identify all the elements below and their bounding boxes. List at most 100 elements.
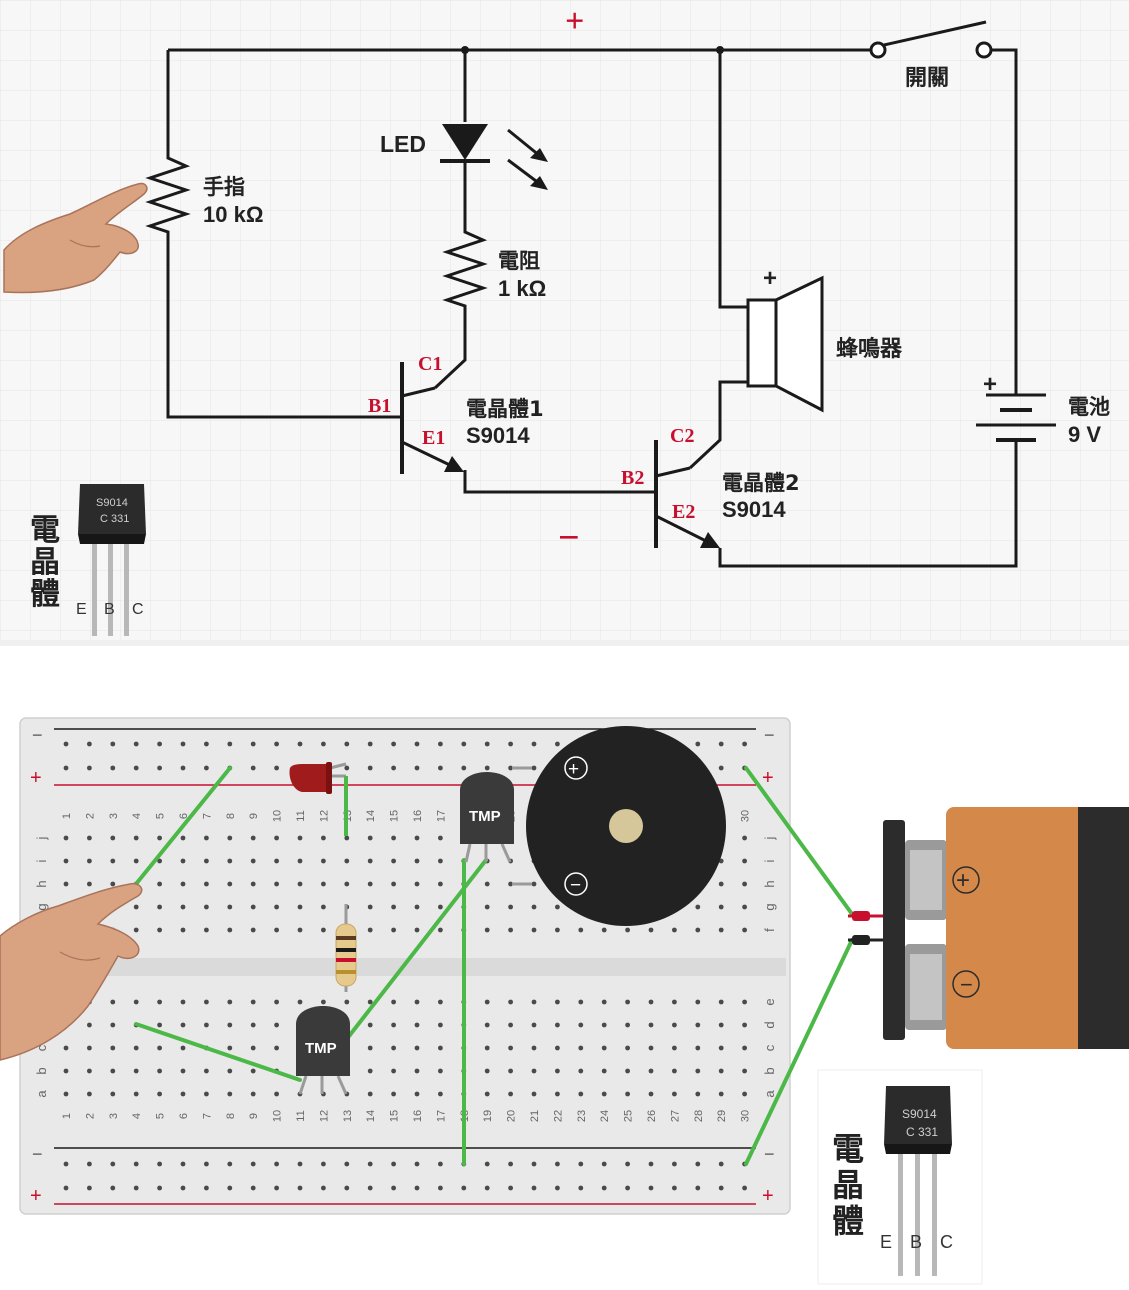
breadboard-hole <box>367 1091 373 1097</box>
breadboard-hole <box>718 927 724 933</box>
rail-hole <box>297 1185 303 1191</box>
q1-emitter-label: E1 <box>422 427 445 449</box>
breadboard-hole <box>274 1091 279 1097</box>
photo-pin-c: C <box>940 1232 953 1252</box>
finger-hand-image <box>3 182 148 294</box>
rail-plus-top-right: + <box>762 767 774 789</box>
rail-hole <box>438 765 443 771</box>
breadboard-hole <box>227 1068 233 1074</box>
breadboard-hole <box>204 858 209 864</box>
breadboard-hole <box>742 927 747 933</box>
breadboard-hole <box>321 881 326 887</box>
breadboard-hole <box>157 904 163 910</box>
breadboard-hole <box>110 1022 116 1028</box>
breadboard-hole <box>531 999 537 1005</box>
photo-pin-c: C <box>132 601 144 618</box>
breadboard-hole <box>133 999 139 1005</box>
rail-hole <box>133 765 139 771</box>
rail-hole <box>250 1161 256 1167</box>
breadboard-hole <box>204 999 209 1005</box>
schematic-wires <box>166 48 1018 568</box>
row-letter: g <box>762 903 777 910</box>
q2-collector-label: C2 <box>670 425 694 447</box>
breadboard-hole <box>648 1045 654 1051</box>
transistor-photo: S9014 C 331 電 晶 體 E B C <box>817 1069 983 1285</box>
column-number: 14 <box>365 810 377 822</box>
breadboard-hole <box>227 1045 233 1051</box>
breadboard-hole <box>625 999 630 1005</box>
breadboard-hole <box>367 999 373 1005</box>
breadboard-hole <box>180 858 186 864</box>
breadboard-hole <box>250 1091 256 1097</box>
breadboard-hole <box>718 881 724 887</box>
row-letter: i <box>762 859 777 862</box>
breadboard-hole <box>601 927 607 933</box>
breadboard-hole <box>204 927 209 933</box>
row-letter: b <box>34 1067 49 1074</box>
plus-sign: + <box>565 3 584 40</box>
breadboard-hole <box>718 1022 724 1028</box>
q2-emitter-label: E2 <box>672 501 695 523</box>
breadboard-hole <box>180 904 186 910</box>
rail-hole <box>157 741 163 747</box>
breadboard-hole <box>742 999 747 1005</box>
column-number: 20 <box>506 1110 518 1122</box>
rail-hole <box>344 765 350 771</box>
breadboard-hole <box>742 1022 747 1028</box>
breadboard-hole <box>227 904 233 910</box>
rail-plus-top-left: + <box>30 767 42 789</box>
column-number: 1 <box>61 813 73 819</box>
breadboard-hole <box>391 881 396 887</box>
rail-hole <box>227 741 233 747</box>
breadboard-hole <box>297 858 303 864</box>
breadboard-hole <box>133 927 139 933</box>
column-number: 3 <box>108 1113 120 1119</box>
breadboard-hole <box>367 858 373 864</box>
rail-hole <box>531 765 537 771</box>
breadboard-hole <box>250 999 256 1005</box>
battery-label: 電池 <box>1068 395 1110 419</box>
resistor-label: 電阻 <box>498 249 540 273</box>
breadboard-hole <box>508 1045 513 1051</box>
column-number: 26 <box>646 1110 658 1122</box>
photo-pin-b: B <box>104 601 115 618</box>
breadboard-hole <box>578 999 584 1005</box>
column-number: 15 <box>389 810 401 822</box>
rail-hole <box>157 1185 163 1191</box>
breadboard-hole <box>414 835 420 841</box>
breadboard-hole <box>391 858 396 864</box>
jumper-wire <box>134 1022 302 1082</box>
photo-label-char-1: 電 <box>832 1130 864 1168</box>
column-number: 4 <box>131 1113 143 1119</box>
breadboard-hole <box>555 999 560 1005</box>
rail-hole <box>274 765 279 771</box>
battery-value: 9 V <box>1068 422 1101 447</box>
rail-hole <box>297 1161 303 1167</box>
breadboard-hole <box>531 1068 537 1074</box>
rail-hole <box>578 1185 584 1191</box>
jumper-wire <box>744 766 854 916</box>
column-number: 12 <box>318 1110 330 1122</box>
breadboard-hole <box>367 835 373 841</box>
rail-hole <box>672 1185 677 1191</box>
breadboard-hole <box>414 1091 420 1097</box>
breadboard-hole <box>367 904 373 910</box>
breadboard-hole <box>601 1091 607 1097</box>
rail-hole <box>180 1161 186 1167</box>
breadboard-hole <box>695 1068 701 1074</box>
led-label: LED <box>380 131 426 157</box>
column-number: 3 <box>108 813 120 819</box>
breadboard-hole <box>414 1045 420 1051</box>
circuit-schematic: 開關 + − 手指 10 kΩ LED 電阻 1 kΩ C1 B1 E1 電晶體… <box>0 0 1129 640</box>
rail-hole <box>110 765 116 771</box>
photo-marking-line1: S9014 <box>902 1107 937 1121</box>
breadboard-hole <box>250 835 256 841</box>
rail-hole <box>133 1161 139 1167</box>
column-number: 25 <box>623 1110 635 1122</box>
row-letter: j <box>762 836 777 840</box>
breadboard-hole <box>157 1091 163 1097</box>
q1-label: 電晶體1 <box>466 397 544 421</box>
breadboard-hole <box>438 858 443 864</box>
rail-hole <box>250 765 256 771</box>
breadboard-hole <box>508 999 513 1005</box>
